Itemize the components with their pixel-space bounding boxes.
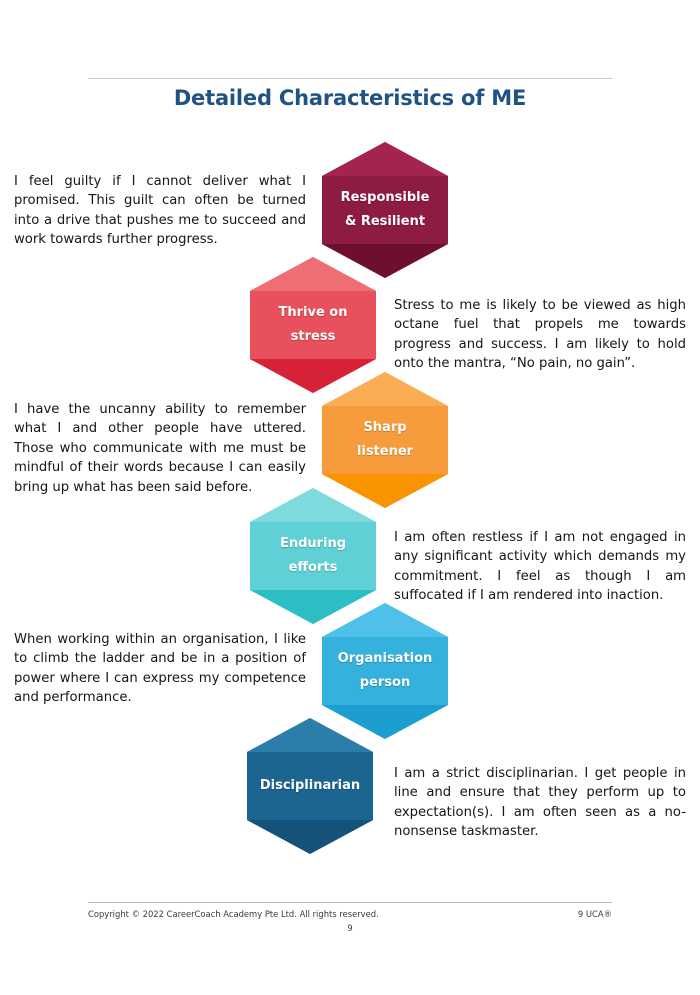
hexagon-bottom-facet — [322, 474, 448, 508]
footer-divider — [88, 902, 612, 903]
hexagon-shape — [322, 142, 448, 278]
hexagon-top-facet — [250, 488, 376, 522]
hexagon-top-facet — [250, 257, 376, 291]
footer-copyright: Copyright © 2022 CareerCoach Academy Pte… — [88, 909, 379, 919]
hexagon-bottom-facet — [250, 359, 376, 393]
hexagon-shape — [322, 603, 448, 739]
hexagon-top-facet — [247, 718, 373, 752]
paragraph-enduring-efforts-text: I am often restless if I am not engaged … — [394, 530, 686, 604]
footer-right-label: 9 UCA® — [577, 909, 612, 919]
hexagon-shape — [247, 718, 373, 854]
hexagon-bottom-facet — [247, 820, 373, 854]
hexagon-bottom-facet — [322, 705, 448, 739]
footer-page-number: 9 — [347, 923, 353, 933]
hexagon-shape — [322, 372, 448, 508]
title-divider — [88, 78, 612, 79]
paragraph-disciplinarian-text: I am a strict disciplinarian. I get peop… — [394, 766, 686, 840]
hexagon-bottom-facet — [250, 590, 376, 624]
hexagon-top-facet — [322, 142, 448, 176]
hexagon-disciplinarian[interactable]: Disciplinarian — [240, 718, 380, 854]
hexagon-top-facet — [322, 603, 448, 637]
hexagon-top-facet — [322, 372, 448, 406]
hexagon-bottom-facet — [322, 244, 448, 278]
paragraph-sharp-listener-text: I have the uncanny ability to remember w… — [14, 402, 306, 495]
hexagon-shape — [250, 257, 376, 393]
paragraph-thrive-on-stress-text: Stress to me is likely to be viewed as h… — [394, 298, 686, 372]
paragraph-responsible-resilient-text: I feel guilty if I cannot deliver what I… — [14, 174, 306, 248]
paragraph-organisation-person-text: When working within an organisation, I l… — [14, 632, 306, 706]
page-title: Detailed Characteristics of ME — [173, 86, 527, 110]
hexagon-shape — [250, 488, 376, 624]
